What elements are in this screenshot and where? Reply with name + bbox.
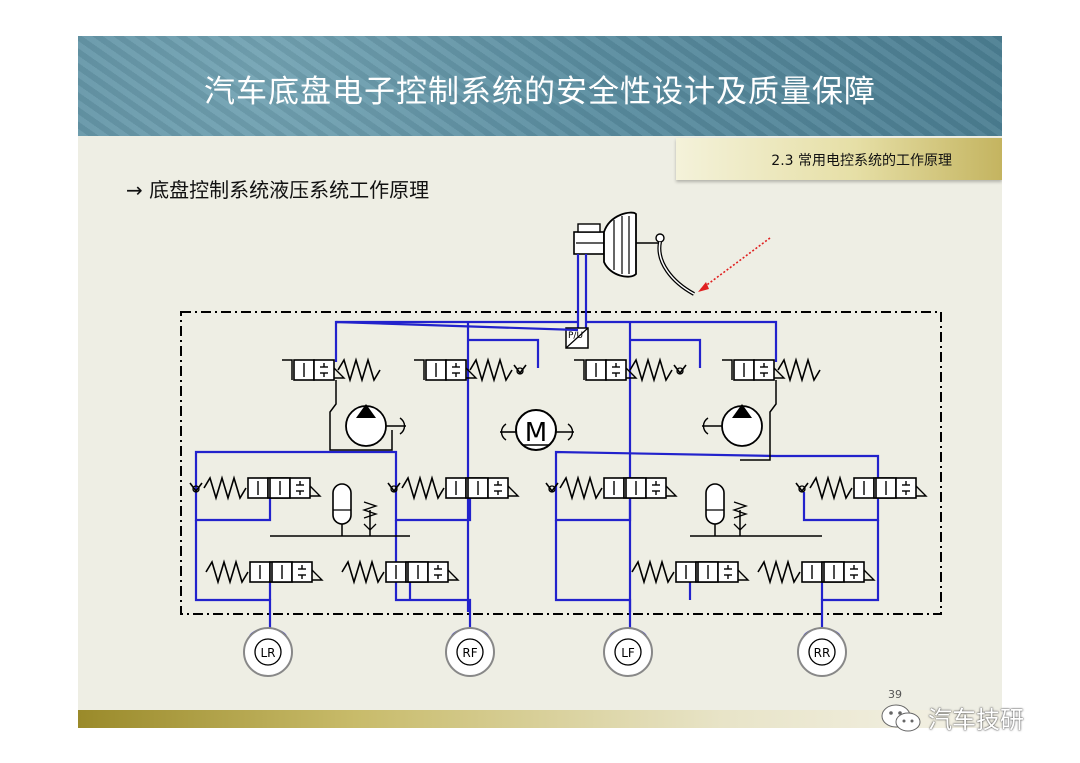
brake-booster: [573, 211, 660, 278]
pump-left: [345, 404, 406, 447]
wechat-icon: [881, 704, 921, 731]
outlet-valve-4: [757, 561, 875, 583]
page-number: 39: [888, 688, 902, 701]
wheel-label-rr: RR: [814, 646, 831, 660]
pump-right: [702, 404, 763, 447]
accumulator-right: [705, 483, 749, 536]
inlet-valve-2: [414, 359, 527, 381]
inlet-valve-3: [574, 359, 687, 381]
wheel-label-lr: LR: [260, 646, 275, 660]
sensor-label: P/U: [568, 331, 583, 341]
outlet-valve-2: [341, 561, 459, 583]
outlet-valve-3: [631, 561, 749, 583]
slide-subtitle: → 底盘控制系统液压系统工作原理: [126, 178, 430, 202]
wheel-label-rf: RF: [462, 646, 477, 660]
section-tag: 2.3 常用电控系统的工作原理: [676, 138, 1002, 180]
master-lines: [576, 254, 588, 330]
wheel-rr: RR: [797, 627, 847, 677]
slide: 汽车底盘电子控制系统的安全性设计及质量保障 2.3 常用电控系统的工作原理 → …: [78, 36, 1002, 728]
wheel-lr: LR: [243, 627, 293, 677]
pump-motor: M: [500, 409, 574, 451]
accumulator-left: [332, 483, 379, 536]
wheel-lf: LF: [603, 627, 653, 677]
brake-pedal: [655, 233, 695, 296]
return-lines: [270, 380, 822, 537]
outlet-valve-1: [205, 561, 323, 583]
inlet-valve-1: [282, 359, 381, 381]
section-label: 2.3 常用电控系统的工作原理: [771, 153, 952, 169]
module-boundary: [180, 311, 942, 615]
wheel-label-lf: LF: [621, 646, 635, 660]
mid-valve-1: [189, 477, 321, 499]
hydraulic-lines: [194, 320, 880, 636]
watermark-text: 汽车技研: [928, 706, 1024, 734]
mid-valve-3: [545, 477, 677, 499]
pressure-sensor: P/U: [565, 327, 589, 349]
inlet-valve-4: [722, 359, 821, 381]
footer-bar: [78, 710, 1002, 728]
slide-title: 汽车底盘电子控制系统的安全性设计及质量保障: [204, 74, 876, 110]
mid-valve-2: [387, 477, 519, 499]
slide-header: [78, 36, 1002, 136]
force-arrow: [699, 237, 771, 291]
wheel-rf: RF: [445, 627, 495, 677]
mid-valve-4: [795, 477, 927, 499]
watermark: 汽车技研: [880, 700, 1024, 735]
force-arrow-head: [698, 282, 709, 292]
motor-label: M: [525, 418, 547, 448]
